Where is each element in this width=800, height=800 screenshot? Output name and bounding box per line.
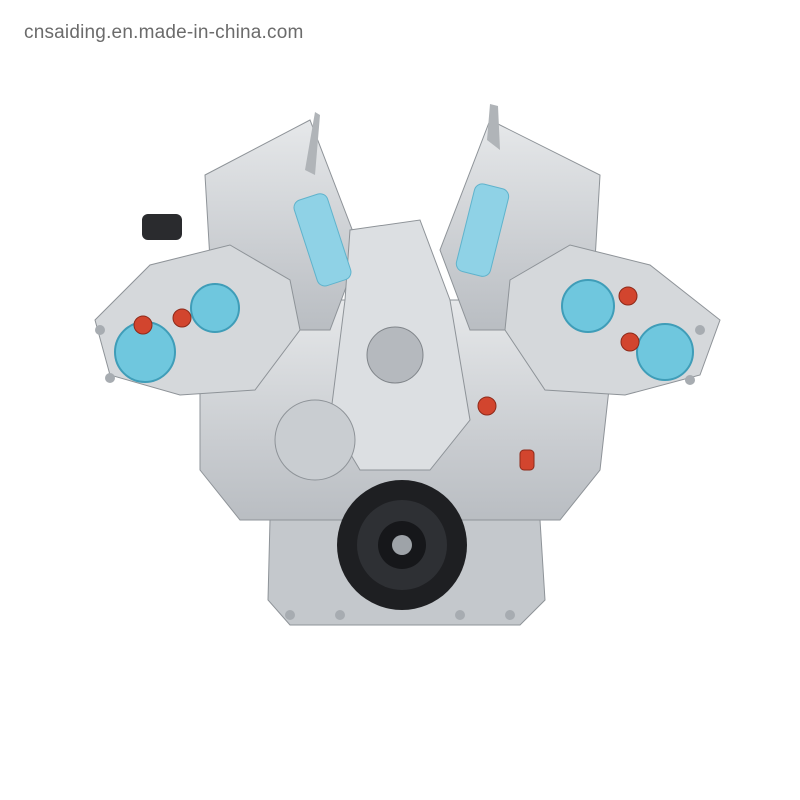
watermark-text: cnsaiding.en.made-in-china.com	[24, 22, 304, 43]
right-timing-cover	[504, 244, 721, 396]
oil-filler-cap	[142, 214, 182, 240]
intake-port-covers	[293, 183, 510, 287]
blue-caps	[114, 279, 694, 383]
crank-pulley	[337, 480, 467, 610]
red-plugs	[133, 286, 640, 471]
